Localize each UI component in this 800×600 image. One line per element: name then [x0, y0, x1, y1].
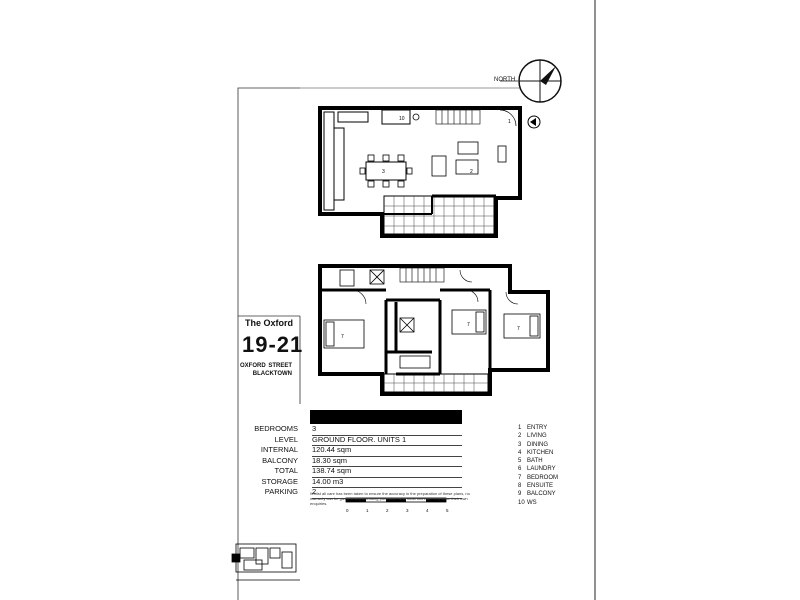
spec-value: 120.44 sqm	[312, 445, 462, 457]
suburb: BLACKTOWN	[252, 371, 292, 377]
spec-value: 3	[312, 424, 462, 436]
spec-value: 138.74 sqm	[312, 466, 462, 478]
spec-row: BALCONY 18.30 sqm	[240, 456, 462, 467]
lower-floor-plan	[318, 264, 550, 396]
spec-header-bar	[310, 410, 462, 424]
upper-entry-number: 1	[508, 119, 511, 125]
building-number: 19-21	[242, 332, 304, 357]
spec-row: TOTAL 138.74 sqm	[240, 466, 462, 478]
lower-bed1-number: 7	[341, 334, 344, 340]
north-compass-icon	[500, 59, 562, 103]
spec-value: GROUND FLOOR. UNITS 1	[312, 435, 462, 446]
upper-dining-number: 3	[382, 169, 385, 175]
spec-table: BEDROOMS 3 LEVEL GROUND FLOOR. UNITS 1 INT…	[240, 424, 462, 499]
spec-label: BALCONY	[262, 455, 298, 465]
spec-label: LEVEL	[274, 434, 298, 444]
north-label: NORTH	[494, 77, 516, 83]
upper-living-number: 2	[470, 169, 473, 175]
spec-row: STORAGE 14.00 m3	[240, 477, 462, 488]
key-plan-thumbnail	[231, 543, 300, 581]
upper-ws-number: 10	[399, 116, 405, 122]
street-word-1: OXFORD	[240, 363, 266, 369]
lower-bed3-number: 7	[517, 326, 520, 332]
spec-value: 14.00 m3	[312, 477, 462, 488]
spec-value: 2	[312, 487, 462, 499]
upper-floor-plan	[318, 106, 541, 238]
spec-label: INTERNAL	[260, 445, 298, 454]
disclaimer-note: Whilst all care has been taken to ensure…	[310, 491, 470, 506]
spec-value: 18.30 sqm	[312, 456, 462, 467]
street-address: OXFORD STREET BLACKTOWN	[240, 362, 292, 378]
spec-label: BEDROOMS	[254, 424, 298, 433]
spec-label: STORAGE	[261, 476, 298, 486]
spec-label: PARKING	[264, 487, 298, 496]
building-name: The Oxford	[245, 318, 294, 328]
page-border-left	[237, 87, 300, 600]
street-word-2: STREET	[268, 363, 292, 369]
spec-row: LEVEL GROUND FLOOR. UNITS 1	[240, 435, 462, 446]
lower-bed2-number: 7	[467, 322, 470, 328]
spec-label: TOTAL	[274, 466, 298, 475]
spec-row: PARKING 2	[240, 487, 462, 499]
spec-row: INTERNAL 120.44 sqm	[240, 445, 462, 457]
spec-row: BEDROOMS 3	[240, 424, 462, 436]
